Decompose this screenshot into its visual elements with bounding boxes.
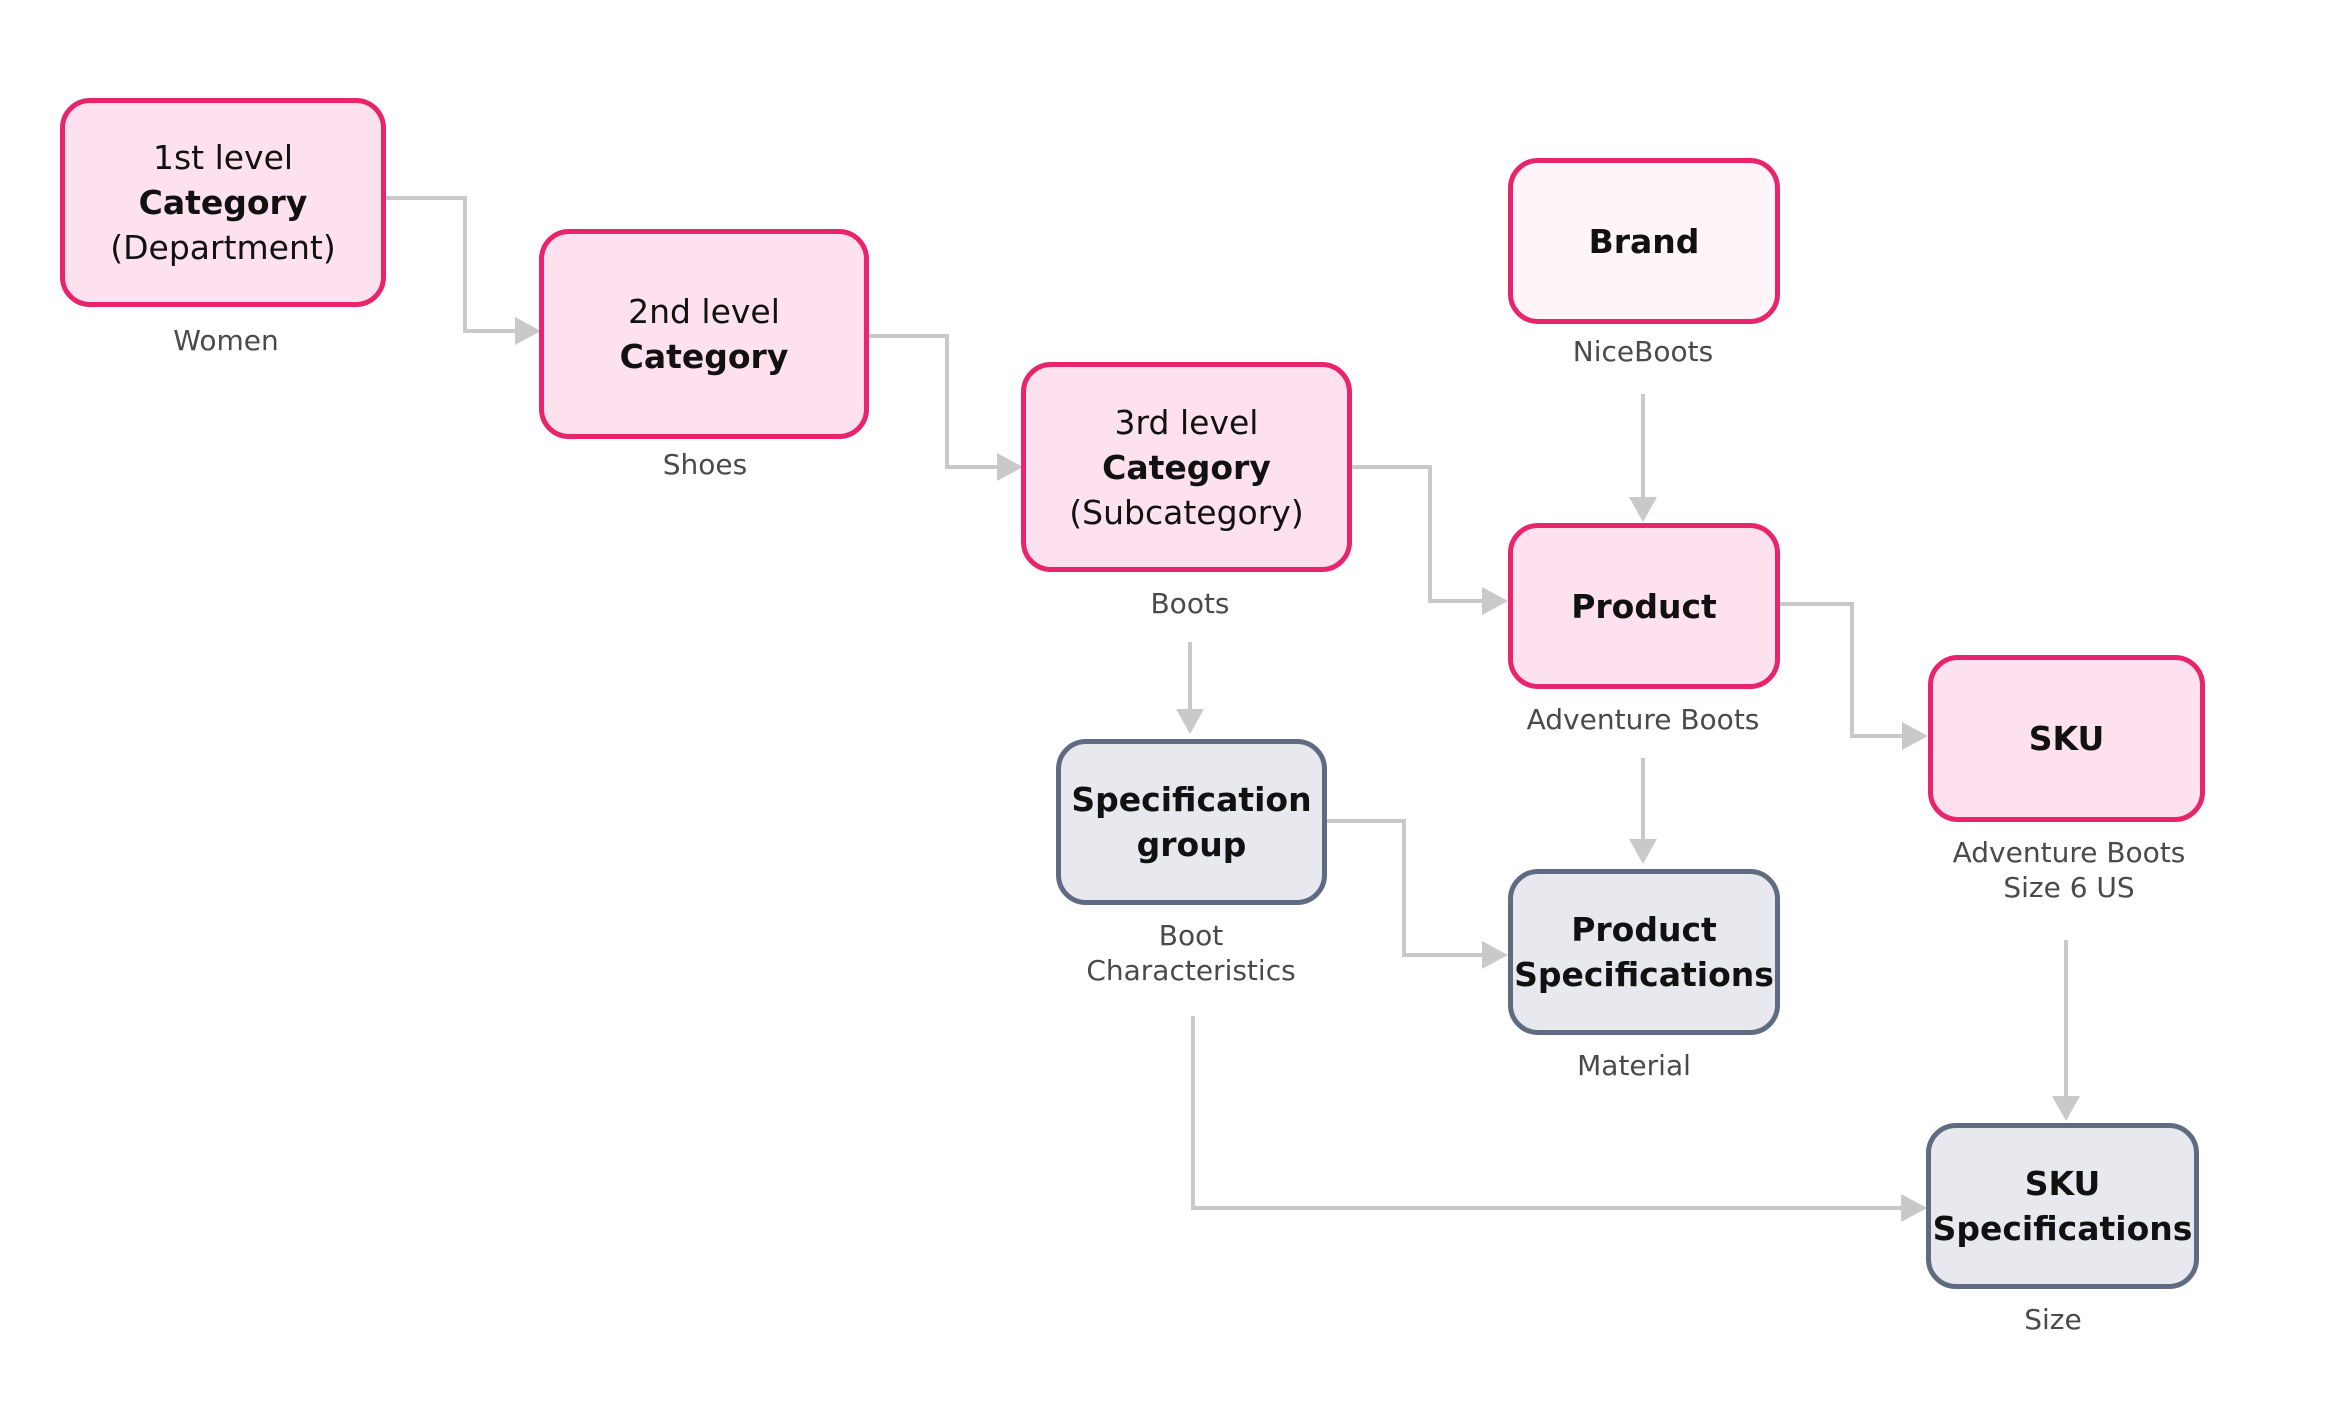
node-brand: Brand bbox=[1508, 158, 1780, 324]
node-specification-group-line2: group bbox=[1136, 825, 1247, 864]
connector-category2-to-category3 bbox=[868, 334, 998, 469]
node-category-level-1-line2: Category bbox=[138, 183, 308, 222]
connector-specification-group-to-product-specifications bbox=[1326, 819, 1483, 957]
arrowhead-specification-group-to-product-specifications bbox=[1482, 941, 1508, 969]
caption-product-specifications-text: Material bbox=[1577, 1049, 1691, 1082]
caption-category-level-1: Women bbox=[173, 323, 278, 358]
arrowhead-category3-to-specification-group bbox=[1176, 709, 1204, 734]
caption-product-text: Adventure Boots bbox=[1526, 703, 1760, 736]
arrowhead-category3-to-product bbox=[1482, 587, 1508, 615]
node-category-level-2-line1: 2nd level bbox=[628, 292, 780, 331]
node-product-specifications: Product Specifications bbox=[1508, 869, 1780, 1035]
arrowhead-category2-to-category3 bbox=[997, 453, 1023, 481]
connector-product-to-sku bbox=[1775, 602, 1903, 738]
node-category-level-1: 1st level Category (Department) bbox=[60, 98, 386, 307]
caption-sku: Adventure Boots Size 6 US bbox=[1953, 835, 2186, 905]
caption-category-level-1-text: Women bbox=[173, 324, 279, 357]
node-specification-group: Specification group bbox=[1056, 739, 1327, 905]
node-category-level-3-line2: Category bbox=[1102, 447, 1271, 487]
caption-product: Adventure Boots bbox=[1527, 702, 1760, 737]
caption-category-level-2: Shoes bbox=[663, 447, 747, 482]
node-category-level-2: 2nd level Category bbox=[539, 229, 869, 439]
connector-specification-group-to-sku-specifications bbox=[1191, 1016, 1902, 1210]
arrowhead-product-to-product-specifications bbox=[1629, 839, 1657, 864]
node-sku-specifications-line1: SKU bbox=[2024, 1164, 2101, 1203]
caption-category-level-3: Boots bbox=[1150, 586, 1229, 621]
node-product: Product bbox=[1508, 523, 1780, 689]
caption-sku-specifications: Size bbox=[2024, 1302, 2081, 1337]
caption-brand: NiceBoots bbox=[1573, 334, 1713, 369]
arrowhead-specification-group-to-sku-specifications bbox=[1901, 1194, 1927, 1222]
caption-specification-group-line1: Boot bbox=[1158, 919, 1224, 952]
connector-category1-to-category2 bbox=[385, 196, 516, 333]
arrowhead-sku-to-sku-specifications bbox=[2052, 1096, 2080, 1121]
caption-category-level-3-text: Boots bbox=[1150, 587, 1230, 620]
node-category-level-3-line3: (Subcategory) bbox=[1069, 492, 1304, 532]
node-product-specifications-line2: Specifications bbox=[1514, 955, 1774, 994]
node-category-level-3: 3rd level Category (Subcategory) bbox=[1021, 362, 1352, 572]
arrowhead-product-to-sku bbox=[1902, 722, 1928, 750]
node-sku: SKU bbox=[1928, 655, 2205, 822]
caption-specification-group: Boot Characteristics bbox=[1086, 918, 1295, 988]
node-category-level-2-line2: Category bbox=[619, 337, 789, 376]
caption-sku-specifications-text: Size bbox=[2024, 1303, 2082, 1336]
caption-specification-group-line2: Characteristics bbox=[1086, 954, 1296, 987]
node-product-line1: Product bbox=[1571, 586, 1717, 626]
caption-sku-line1: Adventure Boots bbox=[1952, 836, 2186, 869]
node-sku-line1: SKU bbox=[2028, 719, 2105, 758]
connector-category3-to-product bbox=[1350, 465, 1483, 603]
node-product-specifications-line1: Product bbox=[1571, 910, 1717, 949]
node-sku-specifications: SKU Specifications bbox=[1926, 1123, 2199, 1289]
node-category-level-1-line3: (Department) bbox=[110, 228, 336, 267]
caption-sku-line2: Size 6 US bbox=[2003, 871, 2135, 904]
caption-category-level-2-text: Shoes bbox=[662, 448, 748, 481]
node-brand-line1: Brand bbox=[1588, 221, 1700, 261]
node-category-level-3-line1: 3rd level bbox=[1114, 402, 1259, 442]
arrowhead-category1-to-category2 bbox=[515, 317, 541, 345]
node-category-level-1-line1: 1st level bbox=[152, 138, 294, 177]
arrowhead-brand-to-product bbox=[1629, 497, 1657, 522]
node-specification-group-line1: Specification bbox=[1071, 780, 1312, 819]
node-sku-specifications-line2: Specifications bbox=[1932, 1209, 2193, 1248]
caption-brand-text: NiceBoots bbox=[1572, 335, 1714, 368]
caption-product-specifications: Material bbox=[1577, 1048, 1691, 1083]
